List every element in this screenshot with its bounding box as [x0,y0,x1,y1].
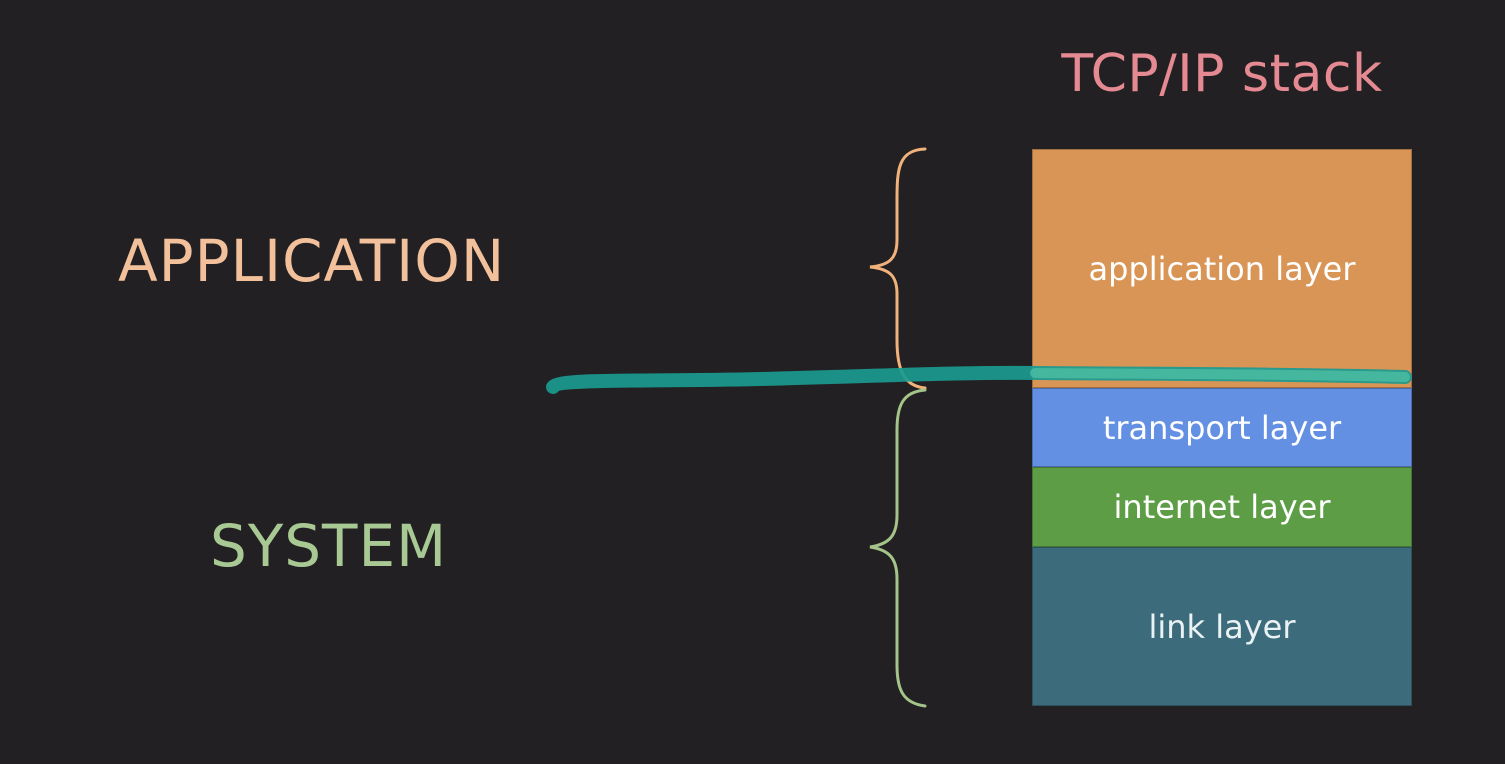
layer-link-label: link layer [1148,607,1296,646]
application-brace [869,147,927,390]
layer-internet-label: internet layer [1113,488,1331,526]
layer-transport: transport layer [1032,388,1412,467]
tcpip-stack: application layer transport layer intern… [1032,149,1412,706]
layer-internet: internet layer [1032,467,1412,547]
group-label-system: SYSTEM [210,512,448,580]
layer-transport-label: transport layer [1102,408,1342,447]
layer-application: application layer [1032,149,1412,388]
layer-link: link layer [1032,547,1412,706]
group-label-application: APPLICATION [118,227,506,295]
layer-application-label: application layer [1088,249,1356,288]
stack-title: TCP/IP stack [1061,44,1383,104]
system-brace [869,388,927,708]
